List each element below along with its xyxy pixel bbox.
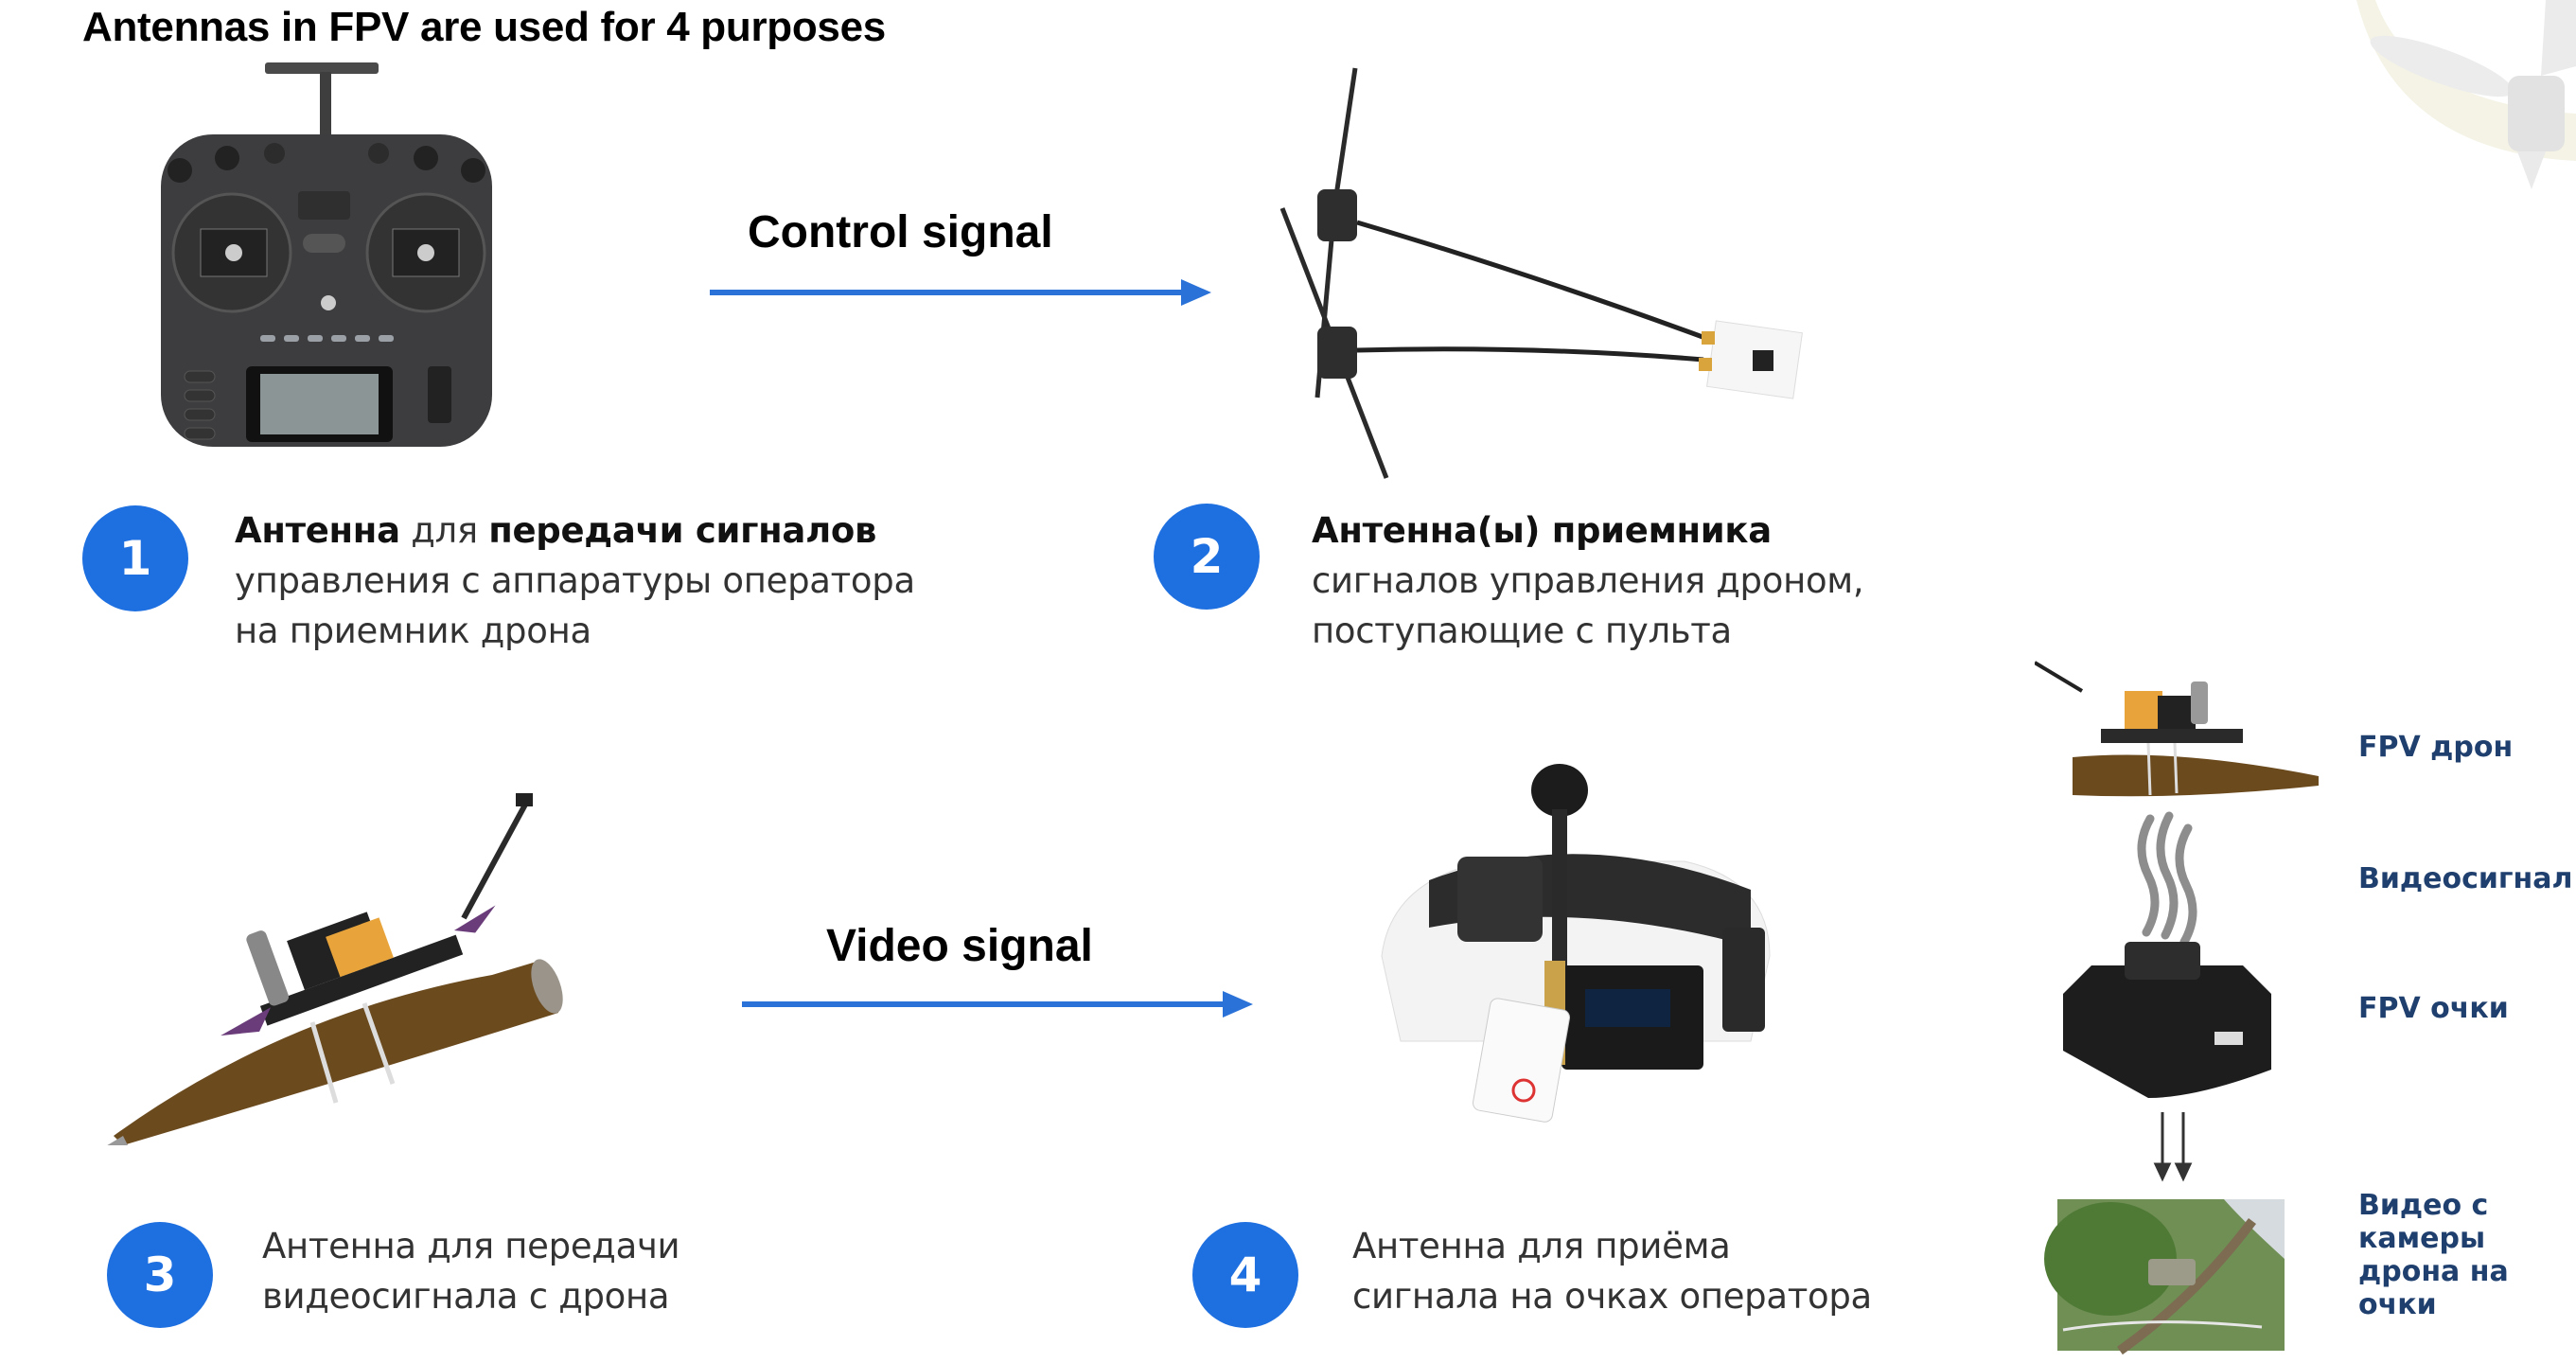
fpv-drone-image	[107, 793, 563, 1145]
video-signal-wave-icon	[2137, 811, 2197, 947]
flow-drone-icon	[2035, 661, 2319, 797]
flow-diagram-graphics	[2035, 661, 2319, 1355]
propeller-decoration-icon	[2356, 0, 2576, 189]
flow-label-camera-video-line-2: камеры	[2358, 1222, 2486, 1255]
down-arrows-icon	[2153, 1112, 2193, 1182]
step-2-line-3: поступающие с пульта	[1312, 611, 1732, 651]
video-signal-label: Video signal	[826, 921, 1093, 971]
step-4-line-1: Антенна для приёма	[1352, 1226, 1731, 1266]
step-4-description: Антенна для приёма сигнала на очках опер…	[1352, 1221, 1872, 1321]
step-2-badge: 2	[1154, 504, 1260, 610]
flow-label-camera-video-line-3: дрона на	[2358, 1255, 2509, 1288]
receiver-antennas-image	[1279, 67, 1803, 479]
flow-label-fpv-drone: FPV дрон	[2358, 731, 2514, 764]
step-2-description: Антенна(ы) приемника сигналов управления…	[1312, 505, 1864, 656]
step-1-line-3: на приемник дрона	[235, 611, 591, 651]
radio-transmitter-image	[161, 62, 492, 447]
flow-label-fpv-goggles: FPV очки	[2358, 992, 2509, 1025]
flow-goggles-icon	[2063, 942, 2271, 1098]
page-title: Antennas in FPV are used for 4 purposes	[82, 4, 886, 50]
step-1-description: Антенна для передачи сигналов управления…	[235, 505, 915, 656]
step-1-line-2: управления с аппаратуры оператора	[235, 560, 915, 601]
flow-label-camera-video-line-4: очки	[2358, 1288, 2437, 1321]
step-1-bold-b: передачи сигналов	[488, 510, 877, 551]
flow-label-camera-video-line-1: Видео с	[2358, 1189, 2489, 1222]
step-1-bold-a: Антенна	[235, 510, 400, 551]
step-2-bold: Антенна(ы) приемника	[1312, 510, 1772, 551]
step-4-badge: 4	[1192, 1222, 1298, 1328]
control-signal-label: Control signal	[748, 207, 1053, 257]
control-signal-arrow	[710, 279, 1211, 306]
fpv-goggles-image	[1381, 764, 1771, 1123]
flow-label-video-signal: Видеосигнал	[2358, 862, 2573, 895]
step-1-regular: для	[399, 510, 489, 551]
step-3-line-2: видеосигнала с дрона	[262, 1276, 670, 1317]
drone-camera-video-thumbnail	[2044, 1199, 2285, 1355]
step-4-line-2: сигнала на очках оператора	[1352, 1276, 1872, 1317]
step-1-badge: 1	[82, 505, 188, 611]
step-3-badge: 3	[107, 1222, 213, 1328]
step-3-line-1: Антенна для передачи	[262, 1226, 680, 1266]
step-3-description: Антенна для передачи видеосигнала с дрон…	[262, 1221, 680, 1321]
flow-label-camera-video: Видео с камеры дрона на очки	[2358, 1189, 2509, 1321]
video-signal-arrow	[742, 991, 1253, 1018]
step-2-line-2: сигналов управления дроном,	[1312, 560, 1864, 601]
